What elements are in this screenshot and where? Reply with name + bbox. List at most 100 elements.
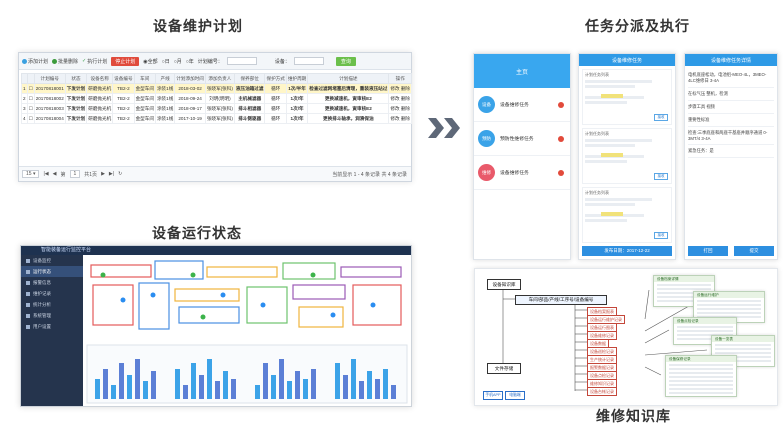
submit-button[interactable]: 提交 <box>734 246 774 256</box>
column-header[interactable]: 计划编号 <box>33 73 66 84</box>
publish-date-bar[interactable]: 发布日期：2017-12-22 <box>582 246 672 256</box>
knowledge-screen-thumbnail[interactable]: 设备保修记录 <box>665 355 737 397</box>
task-card[interactable]: 计划任务列表接收 <box>582 187 672 243</box>
running-status-screen: 智能装备运行监控平台 设备监控运行状态报警信息维护记录统计分析系统管理用户设置 <box>20 245 412 407</box>
bar-mark <box>127 375 132 399</box>
cell-shop: 金型车间 <box>133 93 156 104</box>
task-badge-icon: 预防 <box>478 130 495 147</box>
filter-day[interactable]: ○日 <box>161 58 170 65</box>
detail-line: 检查:三季底座和两座干基座并顺序通道 0-3MT/4 3-4A <box>688 127 774 145</box>
bar-mark <box>95 379 100 399</box>
column-header[interactable]: 保养部位 <box>233 73 266 84</box>
column-header[interactable]: 计划描述 <box>307 73 390 84</box>
knowledge-branch[interactable]: 设备台帐记录 <box>587 387 617 396</box>
column-header[interactable]: 操作 <box>388 73 413 84</box>
cell-desc: 更换减速机，寅审核E2 <box>307 103 390 114</box>
column-header[interactable]: 设备名称 <box>86 73 114 84</box>
cell-part: 液压油箱过滤 <box>233 83 266 94</box>
status-sidebar-item[interactable]: 用户设置 <box>21 321 83 332</box>
machine-block <box>282 262 336 280</box>
page-number-input[interactable]: 1 <box>69 170 81 178</box>
column-header[interactable]: 添加负责人 <box>204 73 235 84</box>
cell-code: TB2-2 <box>112 103 135 114</box>
status-sidebar-item[interactable]: 设备监控 <box>21 255 83 266</box>
cell-cycle: 1次/年 <box>285 113 309 124</box>
status-sidebar-item[interactable]: 运行状态 <box>21 266 83 277</box>
row-checkbox[interactable]: ☐ <box>26 93 35 104</box>
first-page-button[interactable]: |◀ <box>43 171 49 177</box>
cell-device: 研磨抛光机 <box>86 103 114 114</box>
column-header[interactable]: 保护方式 <box>264 73 287 84</box>
status-sidebar-item[interactable]: 统计分析 <box>21 299 83 310</box>
cell-state: 下发计划 <box>64 113 88 124</box>
cell-ops[interactable]: 修改 删除 <box>388 83 413 94</box>
cell-ops[interactable]: 修改 删除 <box>388 93 413 104</box>
column-header[interactable]: 车间 <box>133 73 156 84</box>
bar-mark <box>215 381 220 399</box>
menu-icon <box>26 291 30 296</box>
column-header[interactable]: 计划添加时间 <box>174 73 206 84</box>
stop-plan-button[interactable]: 停止计划 <box>111 56 140 66</box>
column-header[interactable]: 状态 <box>64 73 88 84</box>
app-label[interactable]: 手机APP <box>483 391 503 400</box>
plan-no-input[interactable] <box>226 57 257 65</box>
notification-dot-icon <box>558 101 564 108</box>
cell-ops[interactable]: 修改 删除 <box>388 103 413 114</box>
status-sidebar: 设备监控运行状态报警信息维护记录统计分析系统管理用户设置 <box>21 255 83 406</box>
doc-storage-node[interactable]: 文件存储 <box>487 363 521 374</box>
device-input[interactable] <box>293 57 324 65</box>
status-sidebar-item[interactable]: 系统管理 <box>21 310 83 321</box>
card-title: 计划任务列表 <box>585 131 609 136</box>
cell-mode: 循环 <box>264 103 287 114</box>
reject-button[interactable]: 打回 <box>688 246 728 256</box>
connector-line <box>644 366 662 376</box>
pc-label[interactable]: 电脑端 <box>505 391 525 400</box>
task-card[interactable]: 计划任务列表接收 <box>582 69 672 125</box>
task-card[interactable]: 计划任务列表接收 <box>582 128 672 184</box>
column-header[interactable]: 产线 <box>154 73 176 84</box>
cell-part: 主机械滤器 <box>233 93 266 104</box>
batch-delete-button[interactable]: 批量删除 <box>52 58 78 65</box>
filter-all[interactable]: ◉全部 <box>143 58 158 65</box>
page-size-select[interactable]: 15 ▾ <box>22 170 40 178</box>
detail-line: 在标气压 整机，检测 <box>688 88 774 101</box>
accept-task-button[interactable]: 接收 <box>654 232 668 239</box>
status-sidebar-item[interactable]: 维护记录 <box>21 288 83 299</box>
row-checkbox[interactable]: ☐ <box>26 113 35 124</box>
status-sidebar-item[interactable]: 报警信息 <box>21 277 83 288</box>
bar-mark <box>263 363 268 399</box>
accept-task-button[interactable]: 接收 <box>654 173 668 180</box>
bar-mark <box>295 371 300 399</box>
prev-page-button[interactable]: ◀ <box>52 171 57 177</box>
status-dot-icon <box>190 272 196 278</box>
column-header[interactable] <box>26 73 35 84</box>
home-menu-item[interactable]: 预防预防性维修任务 <box>474 122 570 156</box>
row-checkbox[interactable]: ☐ <box>26 103 35 114</box>
machine-block <box>292 284 346 300</box>
machine-block <box>340 266 402 278</box>
machine-block <box>246 286 288 324</box>
home-menu-item[interactable]: 设备设备维修任务 <box>474 88 570 122</box>
column-header[interactable]: 维护周期 <box>285 73 309 84</box>
row-checkbox[interactable]: ☐ <box>26 83 35 94</box>
home-menu-item[interactable]: 维修设备维修任务 <box>474 156 570 190</box>
plan-no-label: 计划编号： <box>197 58 223 65</box>
status-dot-icon <box>120 297 126 303</box>
refresh-icon[interactable]: ↻ <box>118 171 123 177</box>
column-header[interactable]: 设备编号 <box>112 73 135 84</box>
filter-year[interactable]: ○年 <box>185 58 194 65</box>
query-button[interactable]: 查询 <box>335 56 356 66</box>
filter-month[interactable]: ○月 <box>173 58 182 65</box>
accept-task-button[interactable]: 接收 <box>654 114 668 121</box>
next-page-button[interactable]: ▶ <box>101 171 105 177</box>
add-plan-button[interactable]: 添加计划 <box>22 58 48 65</box>
knowledge-root[interactable]: 设备知识库 <box>487 279 521 290</box>
machine-block <box>154 260 204 280</box>
last-page-button[interactable]: ▶| <box>108 171 115 177</box>
execute-plan-button[interactable]: ✓执行计划 <box>82 58 108 65</box>
cell-ops[interactable]: 修改 删除 <box>388 113 413 124</box>
